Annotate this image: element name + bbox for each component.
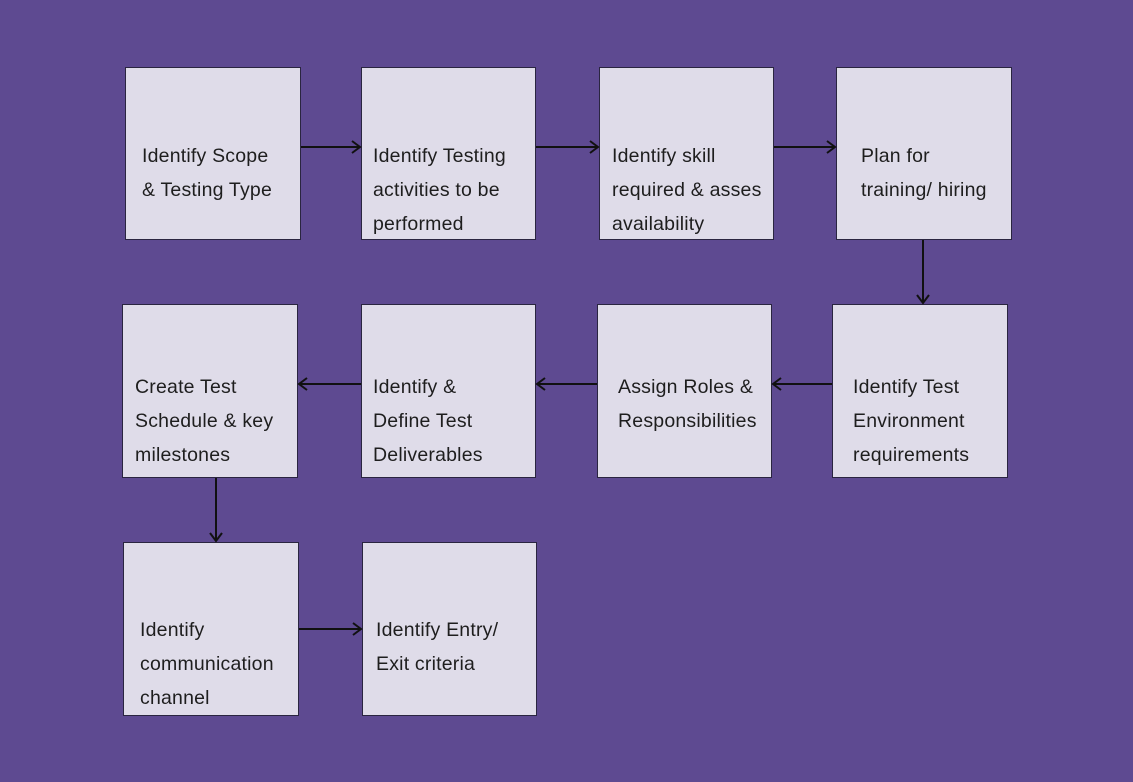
step-label: Create Test Schedule & key milestones xyxy=(135,376,274,466)
step-identify-entry-exit-criteria: Identify Entry/ Exit criteria xyxy=(362,542,537,716)
step-identify-testing-activities: Identify Testing activities to be perfor… xyxy=(361,67,536,240)
connector-schedule-to-communication xyxy=(209,478,223,543)
step-assign-roles: Assign Roles & Responsibilities xyxy=(597,304,772,478)
connector-activities-to-skills xyxy=(536,140,600,154)
step-label: Identify communication channel xyxy=(140,619,274,709)
connector-skills-to-training xyxy=(774,140,837,154)
step-label: Plan for training/ hiring xyxy=(861,145,987,201)
step-label: Assign Roles & Responsibilities xyxy=(618,376,757,432)
step-label: Identify skill required & asses availabi… xyxy=(612,145,762,235)
step-create-test-schedule: Create Test Schedule & key milestones xyxy=(122,304,298,478)
connector-environment-to-roles xyxy=(771,377,832,391)
step-label: Identify Entry/ Exit criteria xyxy=(376,619,499,675)
connector-roles-to-deliverables xyxy=(535,377,597,391)
step-define-test-deliverables: Identify & Define Test Deliverables xyxy=(361,304,536,478)
connector-training-to-environment xyxy=(916,240,930,305)
step-identify-communication-channel: Identify communication channel xyxy=(123,542,299,716)
connector-deliverables-to-schedule xyxy=(297,377,361,391)
step-identify-scope: Identify Scope & Testing Type xyxy=(125,67,301,240)
connector-scope-to-activities xyxy=(301,140,362,154)
step-label: Identify Scope & Testing Type xyxy=(142,145,272,201)
step-label: Identify & Define Test Deliverables xyxy=(373,376,483,466)
step-label: Identify Testing activities to be perfor… xyxy=(373,145,506,235)
step-label: Identify Test Environment requirements xyxy=(853,376,970,466)
step-identify-skill: Identify skill required & asses availabi… xyxy=(599,67,774,240)
step-identify-test-environment: Identify Test Environment requirements xyxy=(832,304,1008,478)
step-plan-training: Plan for training/ hiring xyxy=(836,67,1012,240)
connector-communication-to-entry-exit xyxy=(299,622,363,636)
